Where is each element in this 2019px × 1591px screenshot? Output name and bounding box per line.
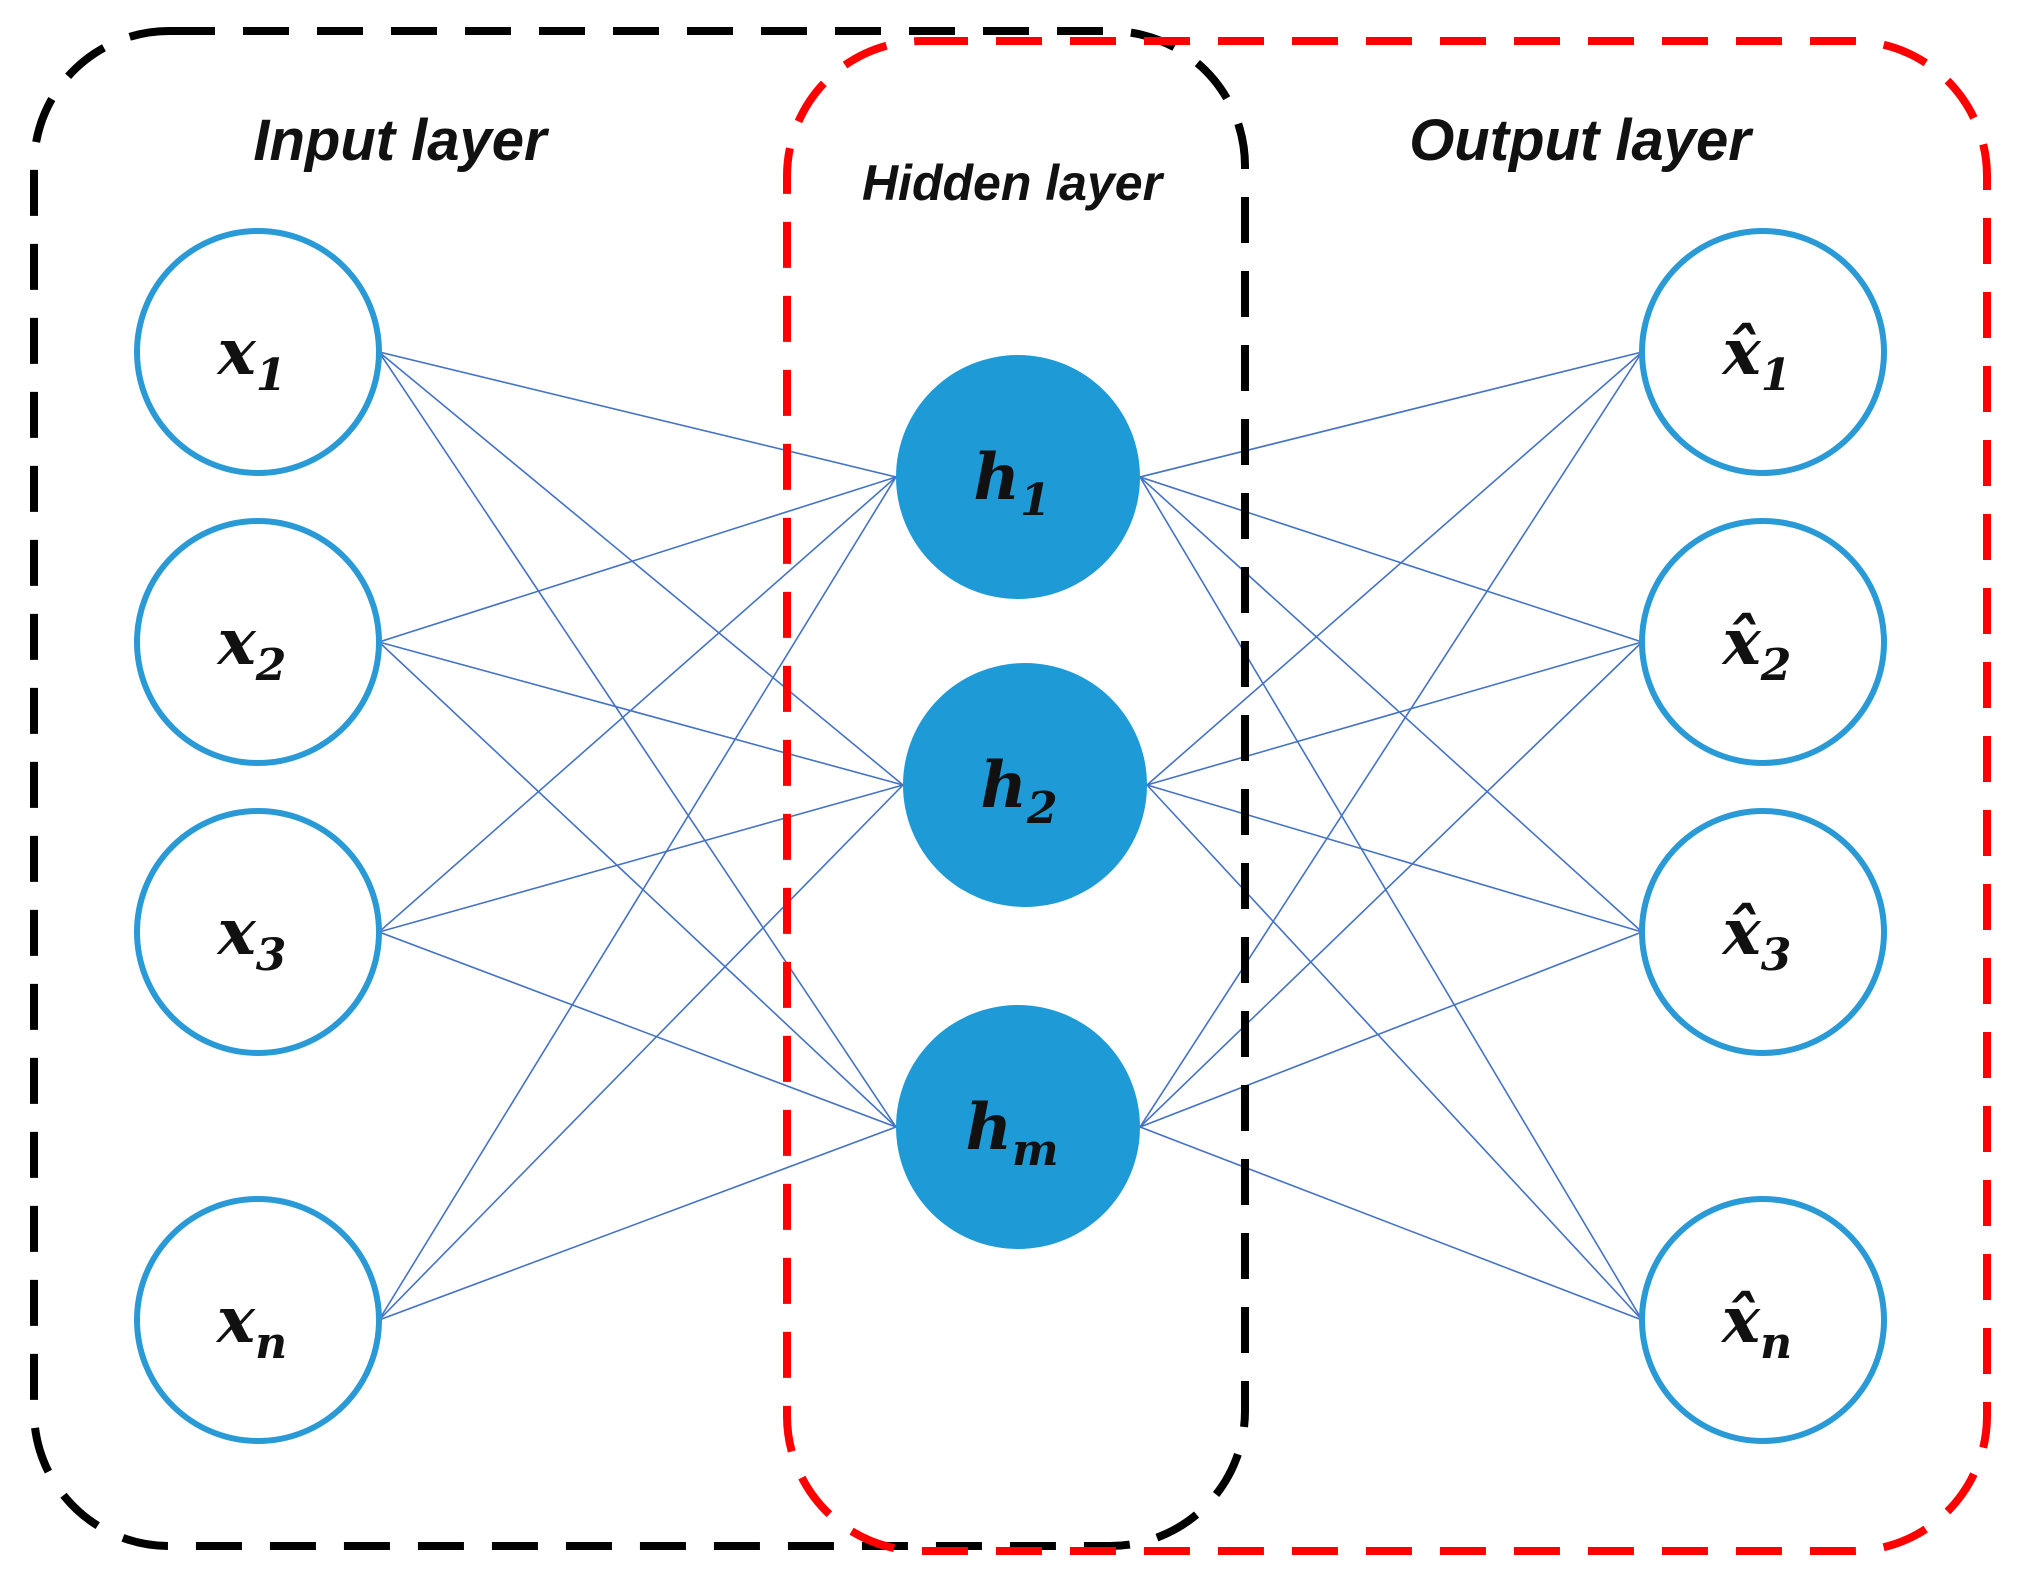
input-node-1-label-subscript: 1: [256, 350, 287, 401]
hidden-node-1-label-subscript: 1: [1020, 475, 1051, 526]
output-layer-title: Output layer: [1409, 108, 1754, 173]
input-node-2: x2: [134, 518, 382, 766]
output-node-4-label: x̂n: [1720, 1283, 1792, 1369]
edge-hidden-2-output-1: [1146, 351, 1643, 786]
input-node-1-label: x1: [216, 315, 287, 401]
edge-input-4-hidden-3: [378, 1126, 897, 1321]
connection-edges: [378, 351, 1643, 1321]
output-node-3-circle: [1639, 808, 1887, 1056]
output-node-1-label-subscript: 1: [1761, 350, 1792, 401]
decoder-box: [783, 37, 1991, 1555]
edge-input-3-hidden-3: [378, 931, 897, 1128]
output-node-3-label-subscript: 3: [1761, 930, 1792, 981]
input-node-2-label-subscript: 2: [255, 640, 287, 691]
edge-hidden-1-output-4: [1139, 476, 1643, 1321]
input-node-3-circle: [134, 808, 382, 1056]
input-node-3-label: x3: [216, 895, 287, 981]
hidden-node-2-label-subscript: 2: [1026, 783, 1058, 834]
hidden-node-1-label: h1: [973, 440, 1050, 526]
input-layer-title: Input layer: [253, 108, 550, 173]
edge-hidden-1-output-3: [1139, 476, 1643, 933]
hidden-node-3: hm: [896, 1005, 1140, 1249]
input-node-4-label-subscript: n: [255, 1318, 287, 1369]
output-node-3-label: x̂3: [1721, 895, 1792, 981]
input-node-2-circle: [134, 518, 382, 766]
input-node-2-label-base: x: [216, 605, 257, 680]
output-node-2: x̂2: [1639, 518, 1887, 766]
edge-hidden-1-output-2: [1139, 476, 1643, 643]
input-node-2-label: x2: [216, 605, 287, 691]
input-node-4: xn: [134, 1196, 382, 1444]
hidden-node-2-label: h2: [980, 748, 1057, 834]
hidden-node-3-label: hm: [965, 1090, 1058, 1176]
edge-hidden-3-output-4: [1139, 1126, 1643, 1321]
output-node-3: x̂3: [1639, 808, 1887, 1056]
encoder-box: [30, 27, 1249, 1550]
output-node-1-label: x̂1: [1721, 315, 1792, 401]
output-node-4-label-subscript: n: [1760, 1318, 1792, 1369]
input-node-3-label-base: x: [216, 895, 257, 970]
hidden-node-2-circle: [903, 663, 1147, 907]
edge-input-1-hidden-1: [378, 351, 897, 478]
edge-hidden-2-output-4: [1146, 784, 1643, 1321]
output-node-1: x̂1: [1639, 228, 1887, 476]
edge-input-4-hidden-1: [378, 476, 897, 1321]
input-node-1-label-base: x: [216, 315, 257, 390]
edge-hidden-2-output-2: [1146, 641, 1643, 786]
output-node-2-circle: [1639, 518, 1887, 766]
output-node-4-circle: [1639, 1196, 1887, 1444]
hidden-node-2: h2: [903, 663, 1147, 907]
edge-input-1-hidden-3: [378, 351, 897, 1128]
input-node-3-label-subscript: 3: [256, 930, 287, 981]
edge-hidden-3-output-2: [1139, 641, 1643, 1128]
hidden-node-2-label-base: h: [980, 748, 1027, 823]
edge-hidden-2-output-3: [1146, 784, 1643, 933]
input-node-1: x1: [134, 228, 382, 476]
hidden-node-3-label-base: h: [965, 1090, 1012, 1165]
edge-input-2-hidden-1: [378, 476, 897, 643]
hidden-node-1-circle: [896, 355, 1140, 599]
edge-hidden-3-output-1: [1139, 351, 1643, 1128]
input-node-4-label-base: x: [215, 1283, 256, 1358]
edge-hidden-3-output-3: [1139, 931, 1643, 1128]
input-node-4-circle: [134, 1196, 382, 1444]
output-node-1-circle: [1639, 228, 1887, 476]
edge-input-2-hidden-3: [378, 641, 897, 1128]
hidden-node-3-circle: [896, 1005, 1140, 1249]
edge-input-1-hidden-2: [378, 351, 904, 786]
hidden-node-1: h1: [896, 355, 1140, 599]
output-node-2-label-subscript: 2: [1760, 640, 1792, 691]
edge-input-4-hidden-2: [378, 784, 904, 1321]
output-node-2-label: x̂2: [1721, 605, 1792, 691]
hidden-node-3-label-subscript: m: [1012, 1125, 1059, 1176]
output-node-2-label-base: x̂: [1721, 605, 1762, 680]
hidden-node-1-label-base: h: [973, 440, 1020, 515]
output-node-3-label-base: x̂: [1721, 895, 1762, 970]
output-node-4-label-base: x̂: [1720, 1283, 1761, 1358]
input-node-3: x3: [134, 808, 382, 1056]
edge-input-2-hidden-2: [378, 641, 904, 786]
edge-input-3-hidden-1: [378, 476, 897, 933]
edge-hidden-1-output-1: [1139, 351, 1643, 478]
input-node-1-circle: [134, 228, 382, 476]
input-node-4-label: xn: [215, 1283, 287, 1369]
output-node-4: x̂n: [1639, 1196, 1887, 1444]
hidden-layer-title: Hidden layer: [862, 155, 1165, 211]
output-node-1-label-base: x̂: [1721, 315, 1762, 390]
edge-input-3-hidden-2: [378, 784, 904, 933]
